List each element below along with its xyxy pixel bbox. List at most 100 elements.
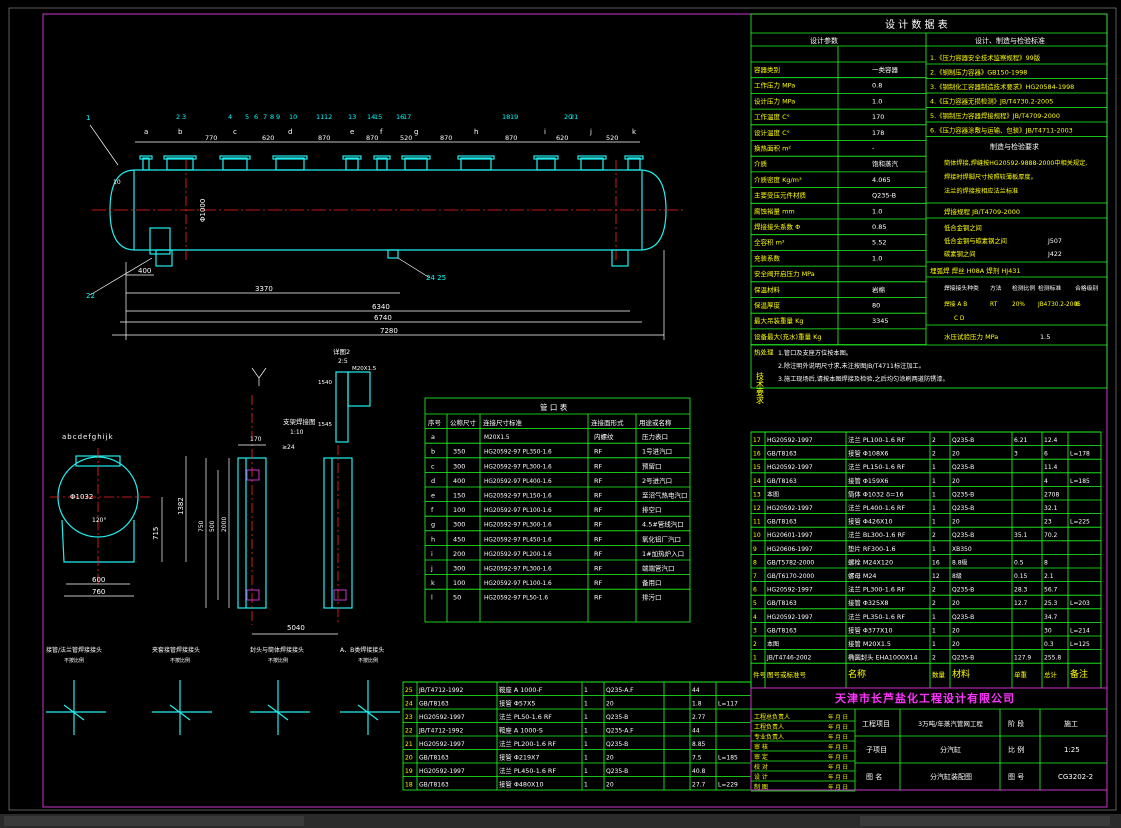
parts-cell: 70.2 <box>1044 532 1058 539</box>
parts-cell: 20 <box>952 519 960 526</box>
nozzle-flange-4 <box>342 155 362 160</box>
top-marker-label: 11 <box>316 113 324 121</box>
nozzle-3 <box>275 157 305 171</box>
vessel-end-view: abcdefghijk Φ1032 120° 600 760 715 1382 <box>50 433 187 597</box>
parts-cell: XB350 <box>952 546 972 553</box>
top-marker-label: 2 <box>176 113 180 121</box>
parts-cell: 1 <box>932 505 936 512</box>
title-role: 工程总负责人 <box>754 713 790 721</box>
parts-cell: 1 <box>932 627 936 634</box>
parts-cell: L=178 <box>1070 451 1090 458</box>
ndt-header: 检测标准 <box>1038 284 1061 292</box>
weld-detail-sketch <box>340 680 400 735</box>
parts-cell: 接管 Φ108X6 <box>848 449 888 458</box>
top-marker-label: 6 <box>254 113 258 121</box>
design-row-label: 容器类别 <box>754 65 780 74</box>
parts-lower-cell: Q235-A.F <box>606 687 634 694</box>
parts-lower-cell: 44 <box>692 728 700 735</box>
spacing-label: 870 <box>366 134 378 142</box>
nozzle-table-cell: a <box>431 433 435 441</box>
nozzle-table-cell: 排污口 <box>642 593 662 602</box>
nozzle-letter-label: j <box>589 128 592 136</box>
nozzle-table-cell: 100 <box>453 506 465 514</box>
status-bar <box>0 814 1121 828</box>
parts-cell: 11 <box>753 519 761 526</box>
bottom-drain <box>387 249 399 259</box>
parts-cell: Q235-B <box>952 587 974 594</box>
ndt-cell: C D <box>954 316 965 322</box>
parts-header: 数量 <box>932 670 946 679</box>
design-row-value: - <box>872 145 875 153</box>
design-row-value: 1.0 <box>872 97 882 105</box>
parts-lower-cell: GB/T8163 <box>419 701 449 708</box>
nozzle-table-cell: h <box>431 535 435 543</box>
parts-cell: 12.7 <box>1014 600 1028 607</box>
parts-lower-cell: 鞍座 A 1000-S <box>499 726 543 735</box>
left-saddle <box>155 249 173 267</box>
title-role-date: 年 月 日 <box>828 763 848 771</box>
weld-detail-scale: 不按比例 <box>268 657 288 664</box>
parts-cell: 1 <box>932 641 936 648</box>
parts-cell: 4 <box>1044 478 1048 485</box>
ndt-cell: 20% <box>1012 302 1025 308</box>
parts-cell: 20 <box>952 641 960 648</box>
nozzle-letter-label: h <box>474 128 478 136</box>
weld-row-label: 碳素钢之间 <box>944 249 975 258</box>
parts-cell: 8 <box>753 559 757 566</box>
weld-row-label: 低合金钢之间 <box>944 223 982 232</box>
title-block: 天津市长芦盐化工程设计有限公司 工程总负责人年 月 日工程负责人年 月 日专业负… <box>750 687 1108 792</box>
nozzle-0 <box>142 157 150 171</box>
tb-drawing-label: 图 名 <box>866 772 882 781</box>
parts-lower-cell: JB/T4712-1992 <box>418 687 463 694</box>
parts-lower-cell: 18 <box>405 782 413 789</box>
tech-note: 2.除注明外说明尺寸求,未注按图JB/T4711标注加工。 <box>778 362 925 370</box>
parts-cell: 6 <box>1044 451 1048 458</box>
title-role-date: 年 月 日 <box>828 783 848 791</box>
parts-lower-cell: 法兰 PL450-1.6 RF <box>499 766 556 775</box>
parts-cell: 垫片 RF300-1.6 <box>848 544 896 553</box>
tb-number-value: CG3202-2 <box>1058 773 1093 781</box>
nozzle-table-cell: 300 <box>453 521 465 529</box>
tb-drawing-value: 分汽缸装配图 <box>930 772 972 781</box>
top-marker-label: 20 <box>564 113 572 121</box>
nozzle-table-frame <box>424 397 691 623</box>
end-view-600: 600 <box>92 576 105 584</box>
nozzle-table-cell: RF <box>594 550 603 558</box>
nozzle-letter-label: a <box>144 128 148 136</box>
dim-3370: 3370 <box>255 285 273 293</box>
nozzle-flange-0 <box>139 155 153 160</box>
nozzle-table-cell: 1#加热炉入口 <box>642 549 684 558</box>
title-role: 制 图 <box>754 783 768 791</box>
nozzle-letter-label: d <box>288 128 292 136</box>
nozzle-table-cell: RF <box>594 535 603 543</box>
parts-cell: 0.3 <box>1044 641 1054 648</box>
weld-std: 焊接规程 JB/T4709-2000 <box>944 207 1020 216</box>
design-row-value: 岩棉 <box>872 285 886 294</box>
col-design-params: 设计参数 <box>810 36 838 45</box>
parts-lower-cell: 20 <box>606 755 614 762</box>
parts-lower-cell: 法兰 PL200-1.6 RF <box>499 739 556 748</box>
top-marker-label: 7 <box>263 113 267 121</box>
tb-number-label: 图 号 <box>1008 773 1024 781</box>
nozzle-table-header: 连接尺寸标准 <box>483 418 523 427</box>
weld-detail-title: A、B类焊接接头 <box>340 646 384 654</box>
parts-cell: 7 <box>753 573 757 580</box>
design-row-label: 热处理 <box>754 348 774 357</box>
nozzle-table-cell: 排空口 <box>642 505 662 514</box>
bottom-nozzle-left <box>149 227 171 255</box>
weld-wire: 埋弧焊 焊丝 H08A 焊剂 HJ431 <box>930 266 1021 275</box>
hydro-label: 水压试验压力 MPa <box>944 332 998 341</box>
parts-cell: 8 <box>1044 559 1048 566</box>
parts-cell: GB/T8163 <box>767 478 797 485</box>
parts-lower-cell: Q235-B <box>606 768 628 775</box>
spacing-label: 620 <box>262 134 274 142</box>
parts-cell: 8级 <box>952 572 962 580</box>
parts-cell: 23 <box>1044 519 1052 526</box>
nozzle-table-cell: c <box>431 462 435 470</box>
parts-cell: GB/T8163 <box>767 519 797 526</box>
parts-cell: 法兰 PL350-1.6 RF <box>848 612 905 621</box>
title-role-date: 年 月 日 <box>828 743 848 751</box>
